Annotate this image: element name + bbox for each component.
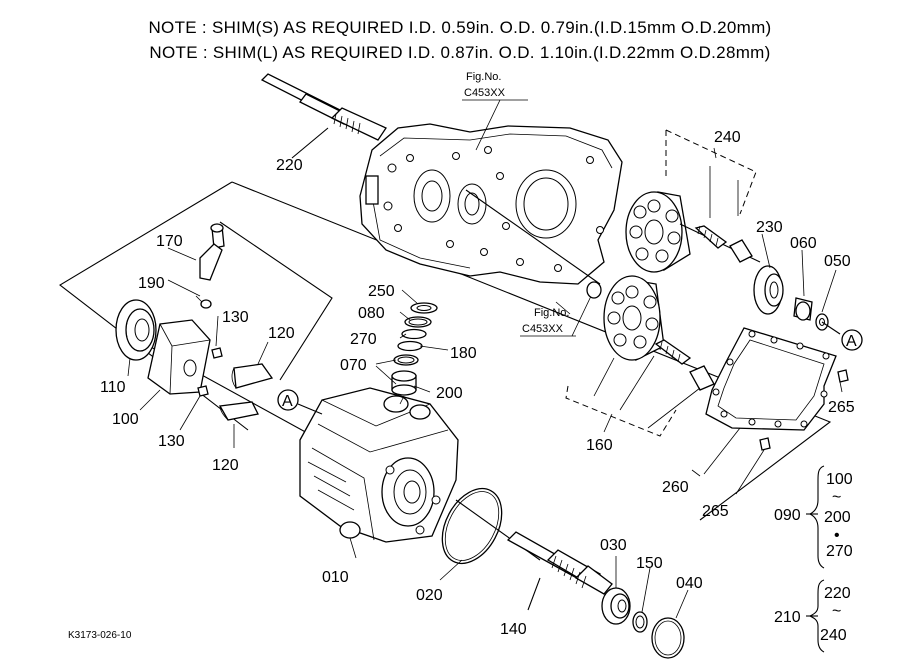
note-shim-large: NOTE : SHIM(L) AS REQUIRED I.D. 0.87in. … xyxy=(149,43,771,62)
fig-ref-upper-label: Fig.No. xyxy=(466,71,501,83)
fig-ref-lower-code: C453XX xyxy=(522,323,564,335)
group-090-to: 200 xyxy=(824,509,851,526)
label-260: 260 xyxy=(662,479,689,496)
assembly-line-left xyxy=(59,181,249,431)
snap-ring-040 xyxy=(651,617,685,659)
document-code: K3173-026-10 xyxy=(68,630,132,641)
bolt-130-lower xyxy=(197,385,209,397)
group-210-from: 220 xyxy=(824,585,851,602)
ref-a-left: A xyxy=(282,393,293,410)
ref-circle-a-right: A xyxy=(841,329,863,351)
label-200: 200 xyxy=(436,385,463,402)
group-240-bracket xyxy=(665,129,757,215)
collar-060 xyxy=(793,297,813,321)
group-range-090: 090 100 ~ 200 • 270 xyxy=(774,465,853,569)
label-120-lower: 120 xyxy=(212,457,239,474)
pin-190 xyxy=(195,295,212,309)
o-ring-270 xyxy=(401,328,427,340)
group-090-code: 090 xyxy=(774,507,801,524)
group-210-code: 210 xyxy=(774,609,801,626)
pin-upper xyxy=(729,239,753,263)
label-050: 050 xyxy=(824,253,851,270)
bearing-230 xyxy=(753,265,784,315)
label-130-lower: 130 xyxy=(158,433,185,450)
label-110: 110 xyxy=(100,379,126,396)
assembly-line-seal xyxy=(119,329,321,441)
label-060: 060 xyxy=(790,235,817,252)
shaft-140 xyxy=(506,531,613,595)
pump-housing-010 xyxy=(299,387,459,543)
label-265-lower: 265 xyxy=(702,503,729,520)
shaft-220 xyxy=(260,73,387,159)
label-010: 010 xyxy=(322,569,349,586)
label-180: 180 xyxy=(450,345,477,362)
transmission-case xyxy=(359,123,623,285)
dowel-pin xyxy=(586,281,602,299)
bolt-265-right xyxy=(837,369,849,383)
label-250: 250 xyxy=(368,283,395,300)
leader-lines xyxy=(127,233,837,619)
ref-circle-a-left: A xyxy=(277,389,299,411)
bolt-265-lower xyxy=(759,437,771,451)
bolt-130-upper xyxy=(211,347,223,359)
group-090-extra: 270 xyxy=(826,543,853,560)
label-070: 070 xyxy=(340,357,367,374)
bushing-120-upper xyxy=(231,363,274,389)
group-210-to: 240 xyxy=(820,627,847,644)
shim-250 xyxy=(410,302,438,314)
pin-lower xyxy=(689,365,715,391)
group-090-dot: • xyxy=(834,527,840,544)
bearing-030 xyxy=(601,587,631,625)
circlip-150 xyxy=(632,611,648,633)
label-230: 230 xyxy=(756,219,783,236)
label-240: 240 xyxy=(714,129,741,146)
o-ring-070 xyxy=(393,354,419,366)
label-130-upper: 130 xyxy=(222,309,249,326)
bushing-120-lower xyxy=(218,401,259,421)
label-265-right: 265 xyxy=(828,399,855,416)
part-labels: 220 240 230 060 050 170 190 130 120 110 … xyxy=(100,129,855,638)
group-090-from: 100 xyxy=(826,471,853,488)
oil-seal-110 xyxy=(115,299,157,361)
label-100: 100 xyxy=(112,411,139,428)
assembly-line-mid xyxy=(219,221,333,381)
shim-180 xyxy=(397,340,423,352)
label-140: 140 xyxy=(500,621,527,638)
group-090-tilde: ~ xyxy=(832,489,841,506)
trunnion-shaft-170 xyxy=(199,223,225,281)
fig-ref-upper: Fig.No. C453XX xyxy=(462,71,528,151)
ref-a-right: A xyxy=(846,333,857,350)
o-ring-080 xyxy=(404,316,432,328)
label-160: 160 xyxy=(586,437,613,454)
fig-ref-upper-code: C453XX xyxy=(464,87,506,99)
group-range-210: 210 220 ~ 240 xyxy=(774,579,851,653)
swash-plate-100 xyxy=(147,319,211,395)
label-030: 030 xyxy=(600,537,627,554)
cylinder-block-160 xyxy=(603,275,665,362)
label-150: 150 xyxy=(636,555,663,572)
label-120-upper: 120 xyxy=(268,325,295,342)
label-040: 040 xyxy=(676,575,703,592)
cover-plate-260 xyxy=(705,327,837,431)
label-190: 190 xyxy=(138,275,165,292)
group-210-tilde: ~ xyxy=(832,603,841,620)
fig-ref-lower: Fig.No. C453XX xyxy=(520,293,593,337)
group-160-bracket xyxy=(565,385,677,437)
spring-lower xyxy=(654,339,692,365)
cylinder-block-240 xyxy=(625,191,691,273)
label-170: 170 xyxy=(156,233,183,250)
fig-ref-lower-label: Fig.No. xyxy=(534,307,569,319)
bearing-200 xyxy=(391,370,417,396)
label-020: 020 xyxy=(416,587,443,604)
label-270: 270 xyxy=(350,331,377,348)
label-080: 080 xyxy=(358,305,385,322)
o-ring-020 xyxy=(441,487,503,565)
note-shim-small: NOTE : SHIM(S) AS REQUIRED I.D. 0.59in. … xyxy=(148,18,772,37)
label-220: 220 xyxy=(276,157,303,174)
